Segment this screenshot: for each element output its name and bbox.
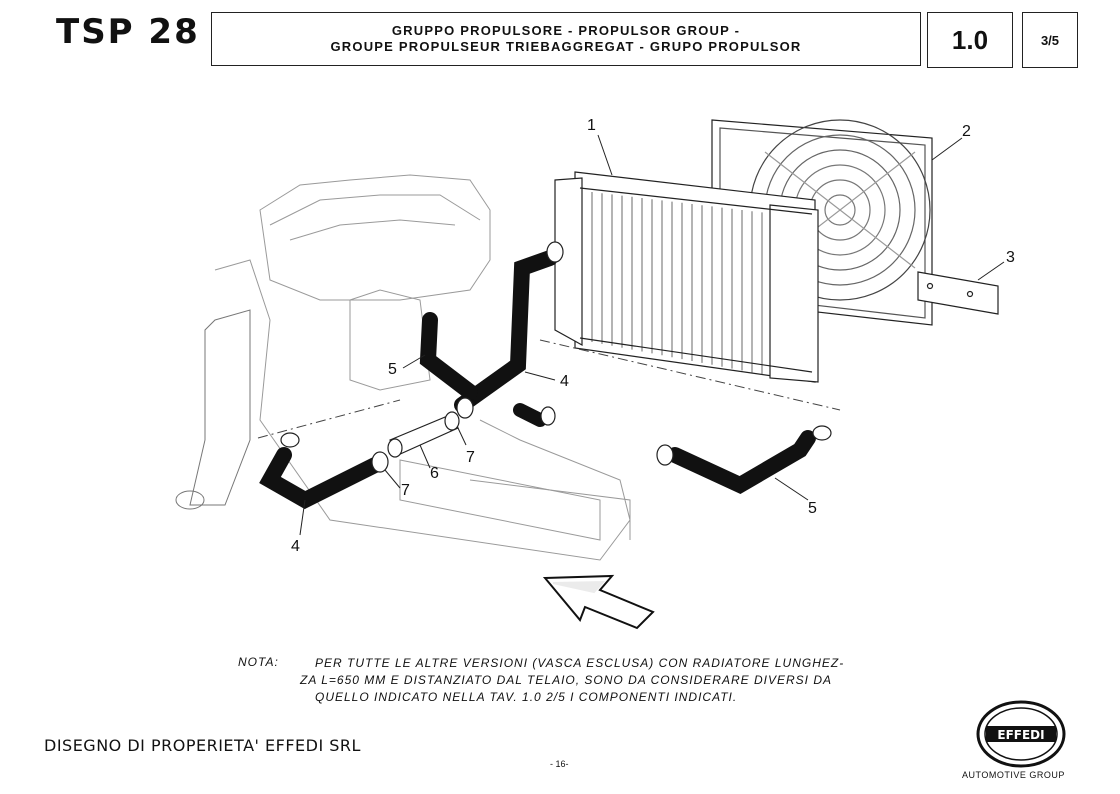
callout-5b: 5 [808, 500, 817, 517]
radiator [554, 171, 819, 383]
pipe-and-clamps [280, 241, 832, 473]
logo-text: EFFEDI [997, 728, 1044, 742]
note-line-1: PER TUTTE LE ALTRE VERSIONI (VASCA ESCLU… [315, 656, 845, 670]
group-title-line-2: GROUPE PROPULSEUR TRIEBAGGREGAT - GRUPO … [330, 39, 802, 54]
callout-3: 3 [1006, 249, 1015, 266]
callout-7a: 7 [466, 449, 475, 466]
callout-5a: 5 [388, 361, 397, 378]
air-duct [175, 309, 251, 510]
note-text: PER TUTTE LE ALTRE VERSIONI (VASCA ESCLU… [300, 655, 900, 706]
callout-2: 2 [962, 123, 971, 140]
leader-lines [299, 134, 1005, 536]
direction-arrow [542, 574, 655, 630]
effedi-logo: EFFEDI [976, 700, 1066, 768]
axis-lines [257, 339, 841, 439]
page-number: - 16- [550, 759, 569, 769]
note-line-3: QUELLO INDICATO NELLA TAV. 1.0 2/5 I COM… [315, 690, 738, 704]
section-number: 1.0 [927, 12, 1013, 68]
sheet-number: 3/5 [1022, 12, 1078, 68]
model-code: TSP 28 [56, 12, 200, 52]
callout-7b: 7 [401, 482, 410, 499]
group-title-box: GRUPPO PROPULSORE - PROPULSOR GROUP - GR… [211, 12, 921, 66]
callout-1: 1 [587, 117, 596, 134]
coolant-hoses [259, 250, 816, 510]
ownership-notice: DISEGNO DI PROPERIETA' EFFEDI SRL [44, 736, 361, 755]
callout-4a: 4 [560, 373, 569, 390]
callout-numbers: 1 2 3 4 5 4 5 6 7 7 [291, 117, 1015, 555]
group-title-line-1: GRUPPO PROPULSORE - PROPULSOR GROUP - [391, 23, 741, 38]
callout-6: 6 [430, 465, 439, 482]
engine-outline [214, 174, 631, 561]
note-line-2: ZA L=650 MM E DISTANZIATO DAL TELAIO, SO… [300, 673, 832, 687]
callout-4b: 4 [291, 538, 300, 555]
bracket [917, 271, 999, 315]
note-label: NOTA: [238, 655, 279, 669]
group-label: AUTOMOTIVE GROUP [962, 770, 1065, 780]
